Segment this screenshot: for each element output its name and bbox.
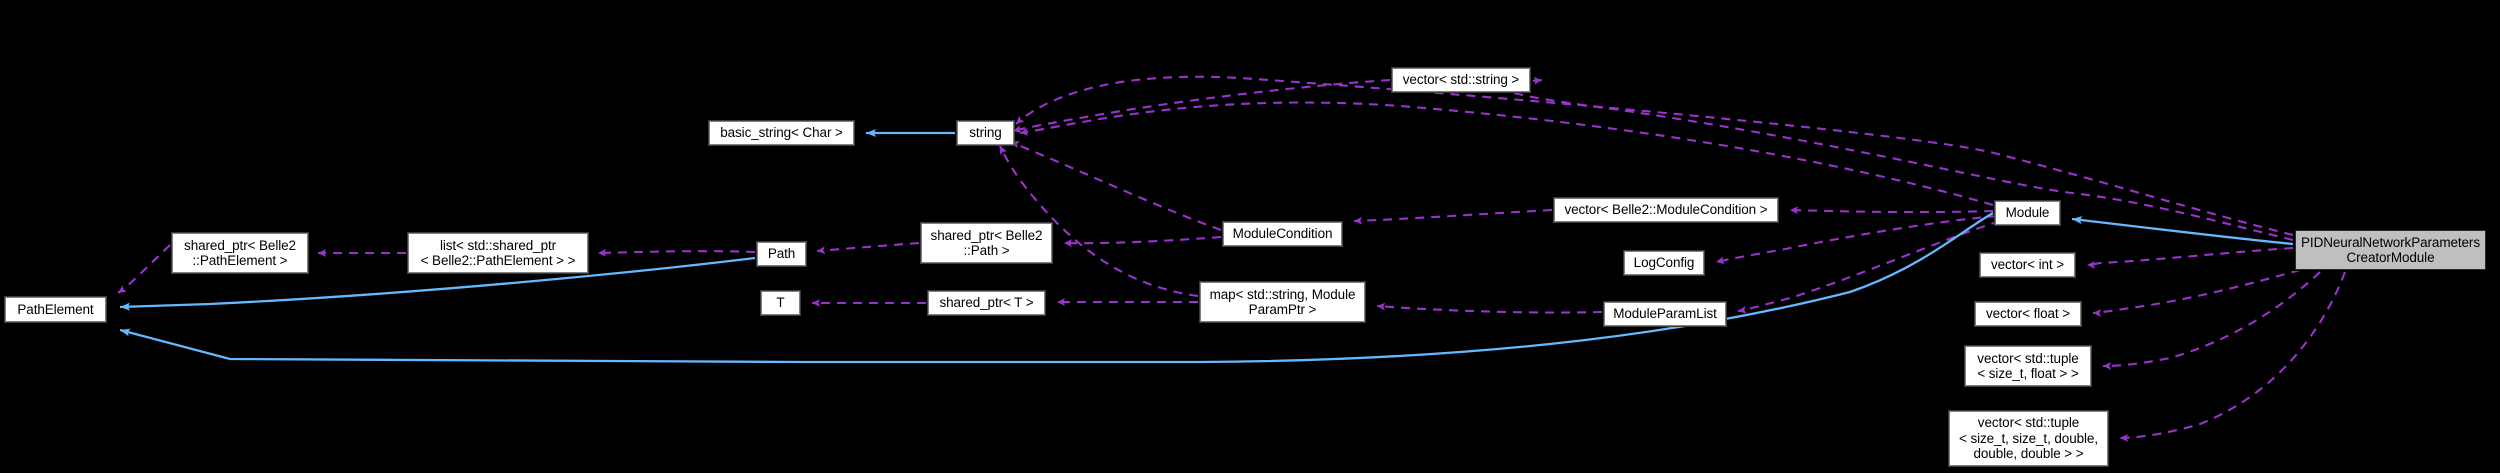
node-path[interactable]: Path xyxy=(756,241,807,267)
edge-module-moduleparamlist xyxy=(1737,219,2001,314)
edge-sharedptr-pathelement xyxy=(117,244,171,294)
node-shared-ptr-belle2-pathelement[interactable]: shared_ptr< Belle2 ::PathElement > xyxy=(171,232,309,274)
edge-module-pathelement xyxy=(119,212,1994,364)
edge-pidnn-vectorfloat xyxy=(2092,268,2301,317)
edge-pidnn-vectortuplesf xyxy=(2102,271,2321,370)
edge-modcond-string xyxy=(1010,140,1222,231)
node-vector-int[interactable]: vector< int > xyxy=(1979,252,2076,278)
node-basic-string-char[interactable]: basic_string< Char > xyxy=(708,120,855,146)
edge-path-list xyxy=(597,248,756,257)
node-vector-tuple-size-t-float[interactable]: vector< std::tuple < size_t, float > > xyxy=(1964,345,2092,387)
edge-pidnn-vectorint xyxy=(2086,246,2294,269)
edge-pidnn-vectortuplessddd xyxy=(2119,271,2346,442)
node-moduleparamlist[interactable]: ModuleParamList xyxy=(1603,301,1727,327)
node-shared-ptr-t[interactable]: shared_ptr< T > xyxy=(927,290,1046,316)
edge-sharedptrpath-path xyxy=(816,241,920,255)
node-vector-float[interactable]: vector< float > xyxy=(1974,301,2082,327)
node-pathelement[interactable]: PathElement xyxy=(4,296,107,323)
node-shared-ptr-belle2-path[interactable]: shared_ptr< Belle2 ::Path > xyxy=(920,222,1053,264)
node-list-shared-ptr-belle2-pathelement[interactable]: list< std::shared_ptr < Belle2::PathElem… xyxy=(407,232,589,274)
node-module[interactable]: Module xyxy=(1994,200,2061,226)
node-string[interactable]: string xyxy=(956,120,1015,146)
edge-vectorstring-string xyxy=(1012,78,1391,133)
node-map-string-moduleparamptr[interactable]: map< std::string, Module ParamPtr > xyxy=(1199,281,1366,323)
node-vector-modulecondition[interactable]: vector< Belle2::ModuleCondition > xyxy=(1553,197,1779,223)
edge-module-vectormodcond xyxy=(1789,206,1994,215)
node-vector-tuple-size-t-size-t-double-double-double[interactable]: vector< std::tuple < size_t, size_t, dou… xyxy=(1948,410,2109,467)
edge-vectormodcond-modcond xyxy=(1353,208,1553,225)
node-pidneuralnetworkparameterscreatormodule[interactable]: PIDNeuralNetworkParameters CreatorModule xyxy=(2294,229,2487,271)
node-t[interactable]: T xyxy=(760,290,801,316)
node-modulecondition[interactable]: ModuleCondition xyxy=(1222,221,1343,247)
edge-map-string xyxy=(999,145,1199,298)
edge-modcond-sharedptrpath xyxy=(1063,235,1222,248)
edge-module-logconfig xyxy=(1715,214,1998,265)
edge-pidnn-module xyxy=(2071,216,2294,246)
edge-module-string xyxy=(1019,101,1994,207)
edge-moduleparamlist-map xyxy=(1376,302,1603,314)
node-vector-string[interactable]: vector< std::string > xyxy=(1391,67,1531,93)
node-logconfig[interactable]: LogConfig xyxy=(1623,250,1705,276)
